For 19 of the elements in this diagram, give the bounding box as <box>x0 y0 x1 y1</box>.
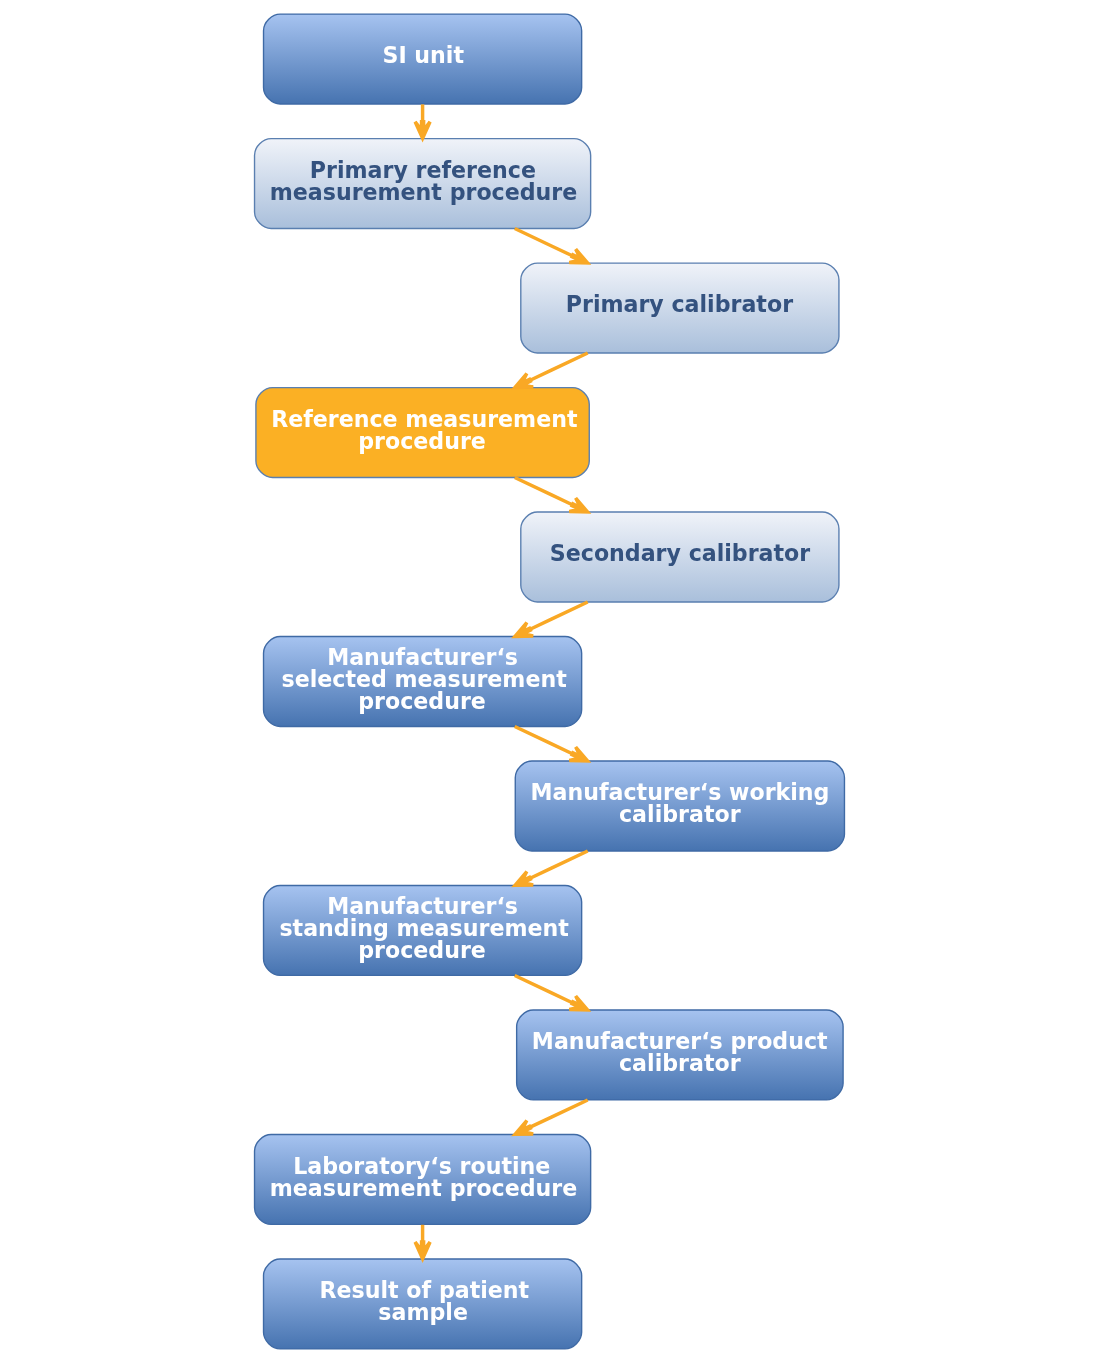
arrow <box>514 973 590 1012</box>
arrow <box>514 475 590 514</box>
node-box: Manufacturer‘s working calibrator <box>514 760 846 852</box>
node-box: SI unit <box>262 13 583 105</box>
node-box: Manufacturer‘s product calibrator <box>515 1009 844 1101</box>
node-box: Primary reference measurement procedure <box>253 137 592 230</box>
node-box: Primary calibrator <box>520 262 840 354</box>
arrow <box>514 724 590 763</box>
arrow <box>514 226 590 265</box>
arrow <box>513 351 589 390</box>
arrow <box>513 1098 589 1137</box>
node-box: Manufacturer‘s selected measurement procedure <box>262 635 583 728</box>
node-box: Reference measurement procedure <box>255 386 590 479</box>
node-box: Secondary calibrator <box>520 511 840 603</box>
node-box: Manufacturer‘s standing measurement procedure <box>262 884 583 977</box>
node-box: Result of patient sample <box>262 1258 583 1350</box>
arrow <box>513 849 589 888</box>
arrow <box>513 600 589 639</box>
node-box: Laboratory‘s routine measurement procedure <box>253 1133 592 1226</box>
